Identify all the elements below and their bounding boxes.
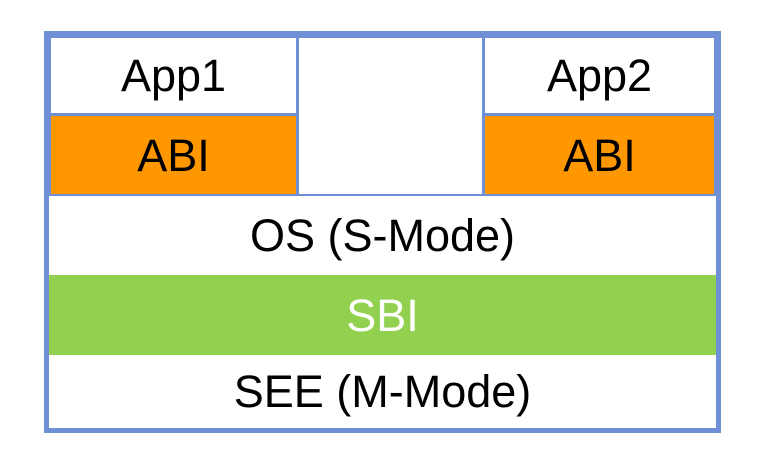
app1-box: App1	[49, 36, 298, 115]
abi-left-label: ABI	[137, 129, 210, 181]
os-box: OS (S-Mode)	[49, 196, 716, 275]
empty-middle-box	[297, 36, 484, 196]
app2-box: App2	[483, 36, 716, 115]
architecture-diagram: App1 ABI App2 ABI OS (S-Mode) SBI SEE (M…	[44, 31, 721, 433]
see-label: SEE (M-Mode)	[233, 366, 532, 417]
see-box: SEE (M-Mode)	[49, 355, 716, 428]
os-label: OS (S-Mode)	[249, 210, 516, 261]
abi-right-box: ABI	[483, 114, 716, 196]
sbi-box: SBI	[49, 275, 716, 355]
app2-label: App2	[546, 50, 653, 101]
abi-right-label: ABI	[563, 129, 636, 181]
app1-label: App1	[120, 50, 227, 101]
abi-left-box: ABI	[49, 114, 298, 196]
sbi-label: SBI	[346, 289, 419, 341]
